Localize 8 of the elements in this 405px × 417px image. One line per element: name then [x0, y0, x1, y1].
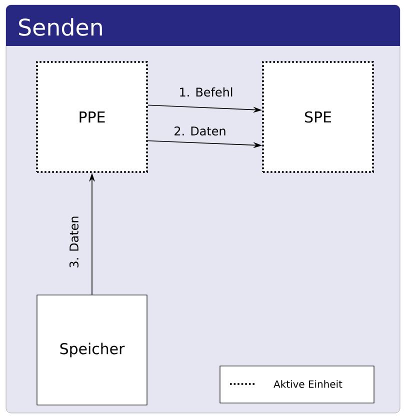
title-bar: Senden	[6, 5, 400, 46]
legend-text: Aktive Einheit	[274, 380, 342, 388]
edge-label: 3. Daten	[69, 216, 79, 268]
unit-box: PPE	[36, 61, 148, 173]
edge-label: 1. Befehl	[180, 87, 232, 97]
unit-box: Speicher	[36, 294, 148, 406]
unit-box: SPE	[262, 61, 374, 173]
edge-label: 2. Daten	[174, 126, 226, 136]
